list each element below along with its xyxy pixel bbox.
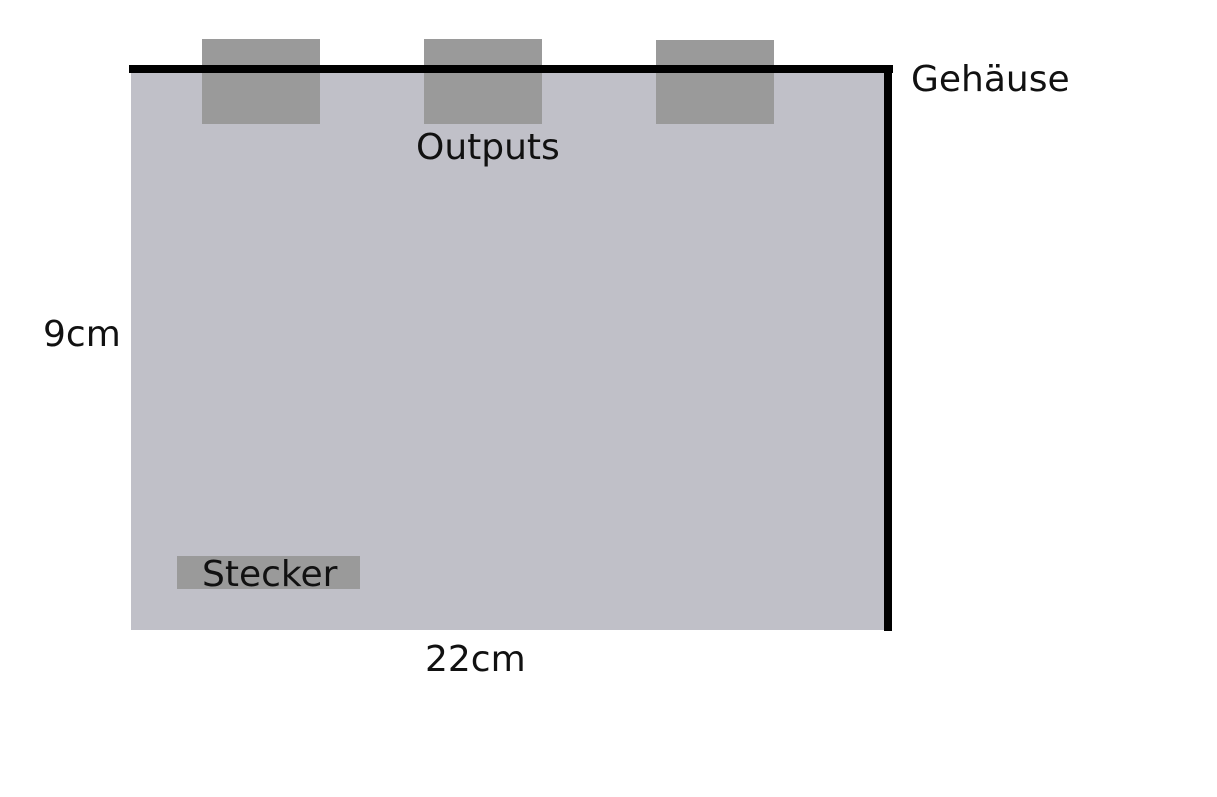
- housing-wall-top: [129, 65, 893, 73]
- output-block-3: [656, 40, 774, 124]
- housing-wall-right: [884, 65, 892, 631]
- width-dimension-label: 22cm: [425, 639, 526, 680]
- plug-label: Stecker: [202, 554, 338, 595]
- height-dimension-label: 9cm: [43, 314, 121, 355]
- plug-block: [177, 556, 360, 589]
- board-area: [131, 68, 888, 630]
- housing-label: Gehäuse: [911, 59, 1070, 100]
- output-block-2: [424, 39, 542, 124]
- output-block-1: [202, 39, 320, 124]
- outputs-label: Outputs: [416, 127, 560, 168]
